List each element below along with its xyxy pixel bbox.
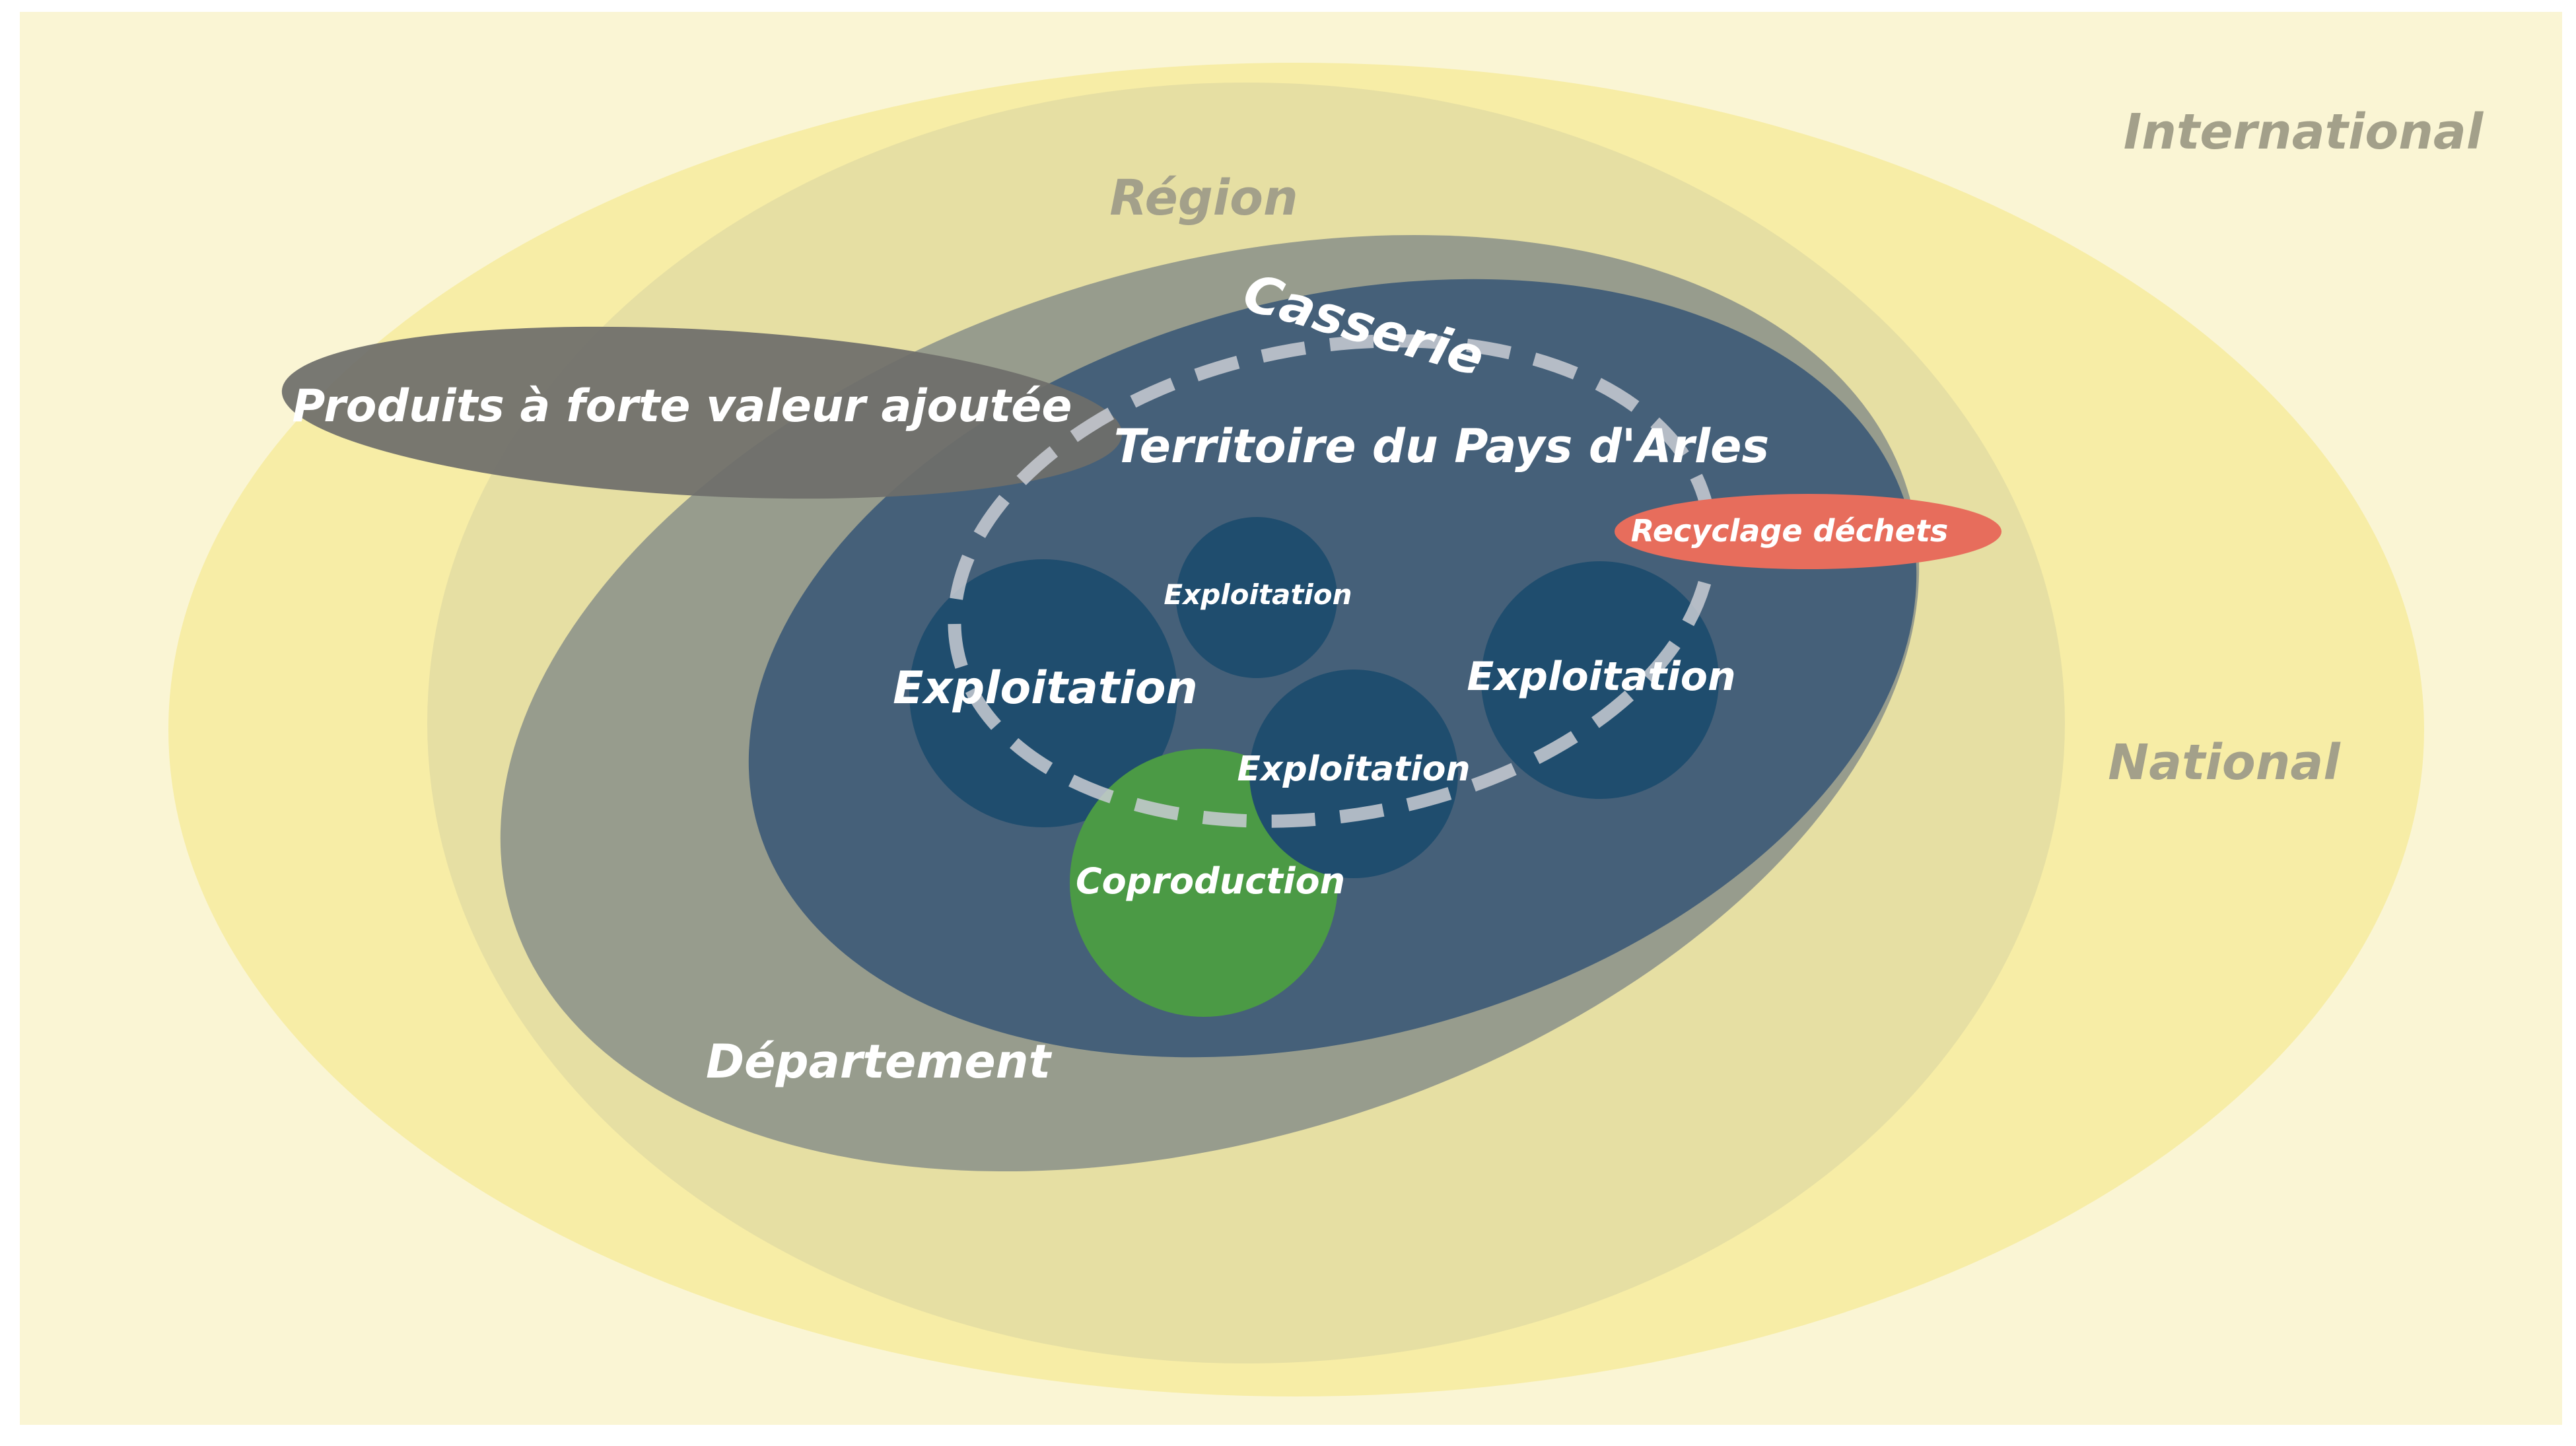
exploitation-circle-small [1176,517,1337,678]
produits-label: Produits à forte valeur ajoutée [292,380,1072,432]
international-label: International [2124,104,2484,160]
exploitation-label-left: Exploitation [893,662,1198,714]
territoire-label: Territoire du Pays d'Arles [1114,419,1769,473]
recyclage-ellipse [1615,494,2002,569]
exploitation-label-small: Exploitation [1164,578,1352,611]
exploitation-label-center: Exploitation [1237,749,1470,789]
coproduction-label: Coproduction [1076,860,1345,902]
national-label: National [2108,734,2341,791]
departement-label: Département [706,1035,1053,1089]
exploitation-circle-right [1481,561,1719,799]
region-label: Région [1109,170,1298,226]
produits-ellipse [281,326,1123,499]
exploitation-label-right: Exploitation [1467,654,1735,700]
exploitation-circle-left [909,559,1177,827]
recyclage-label: Recyclage déchets [1631,513,1949,549]
